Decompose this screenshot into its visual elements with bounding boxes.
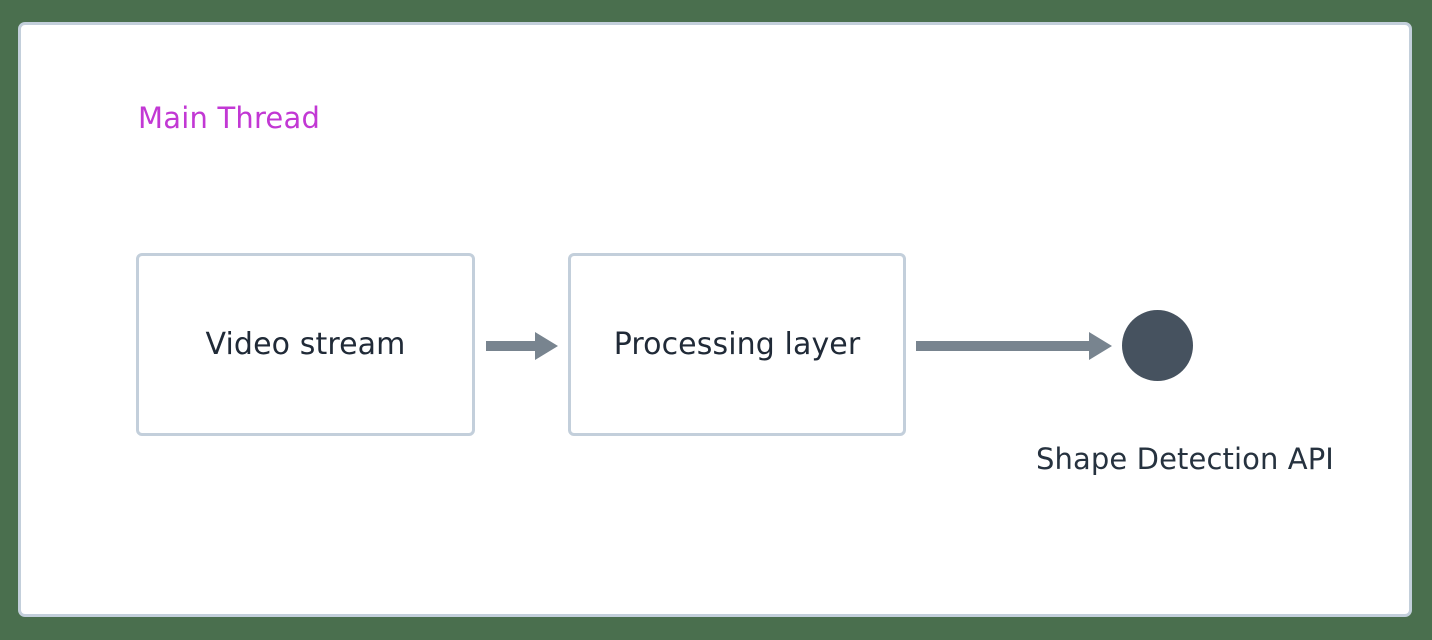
page-title: Main Thread bbox=[138, 101, 321, 135]
node-processing-layer-label: Processing layer bbox=[613, 327, 861, 362]
arrow-video-to-processing-icon bbox=[486, 332, 558, 360]
node-shape-detection-api[interactable] bbox=[1122, 310, 1193, 381]
node-processing-layer[interactable]: Processing layer bbox=[568, 253, 906, 436]
node-video-stream-label: Video stream bbox=[205, 327, 406, 362]
node-shape-detection-api-label: Shape Detection API bbox=[1036, 442, 1334, 476]
main-thread-panel: Main Thread Video stream Processing laye… bbox=[18, 22, 1412, 617]
node-video-stream[interactable]: Video stream bbox=[136, 253, 475, 436]
arrow-processing-to-api-icon bbox=[916, 332, 1112, 360]
